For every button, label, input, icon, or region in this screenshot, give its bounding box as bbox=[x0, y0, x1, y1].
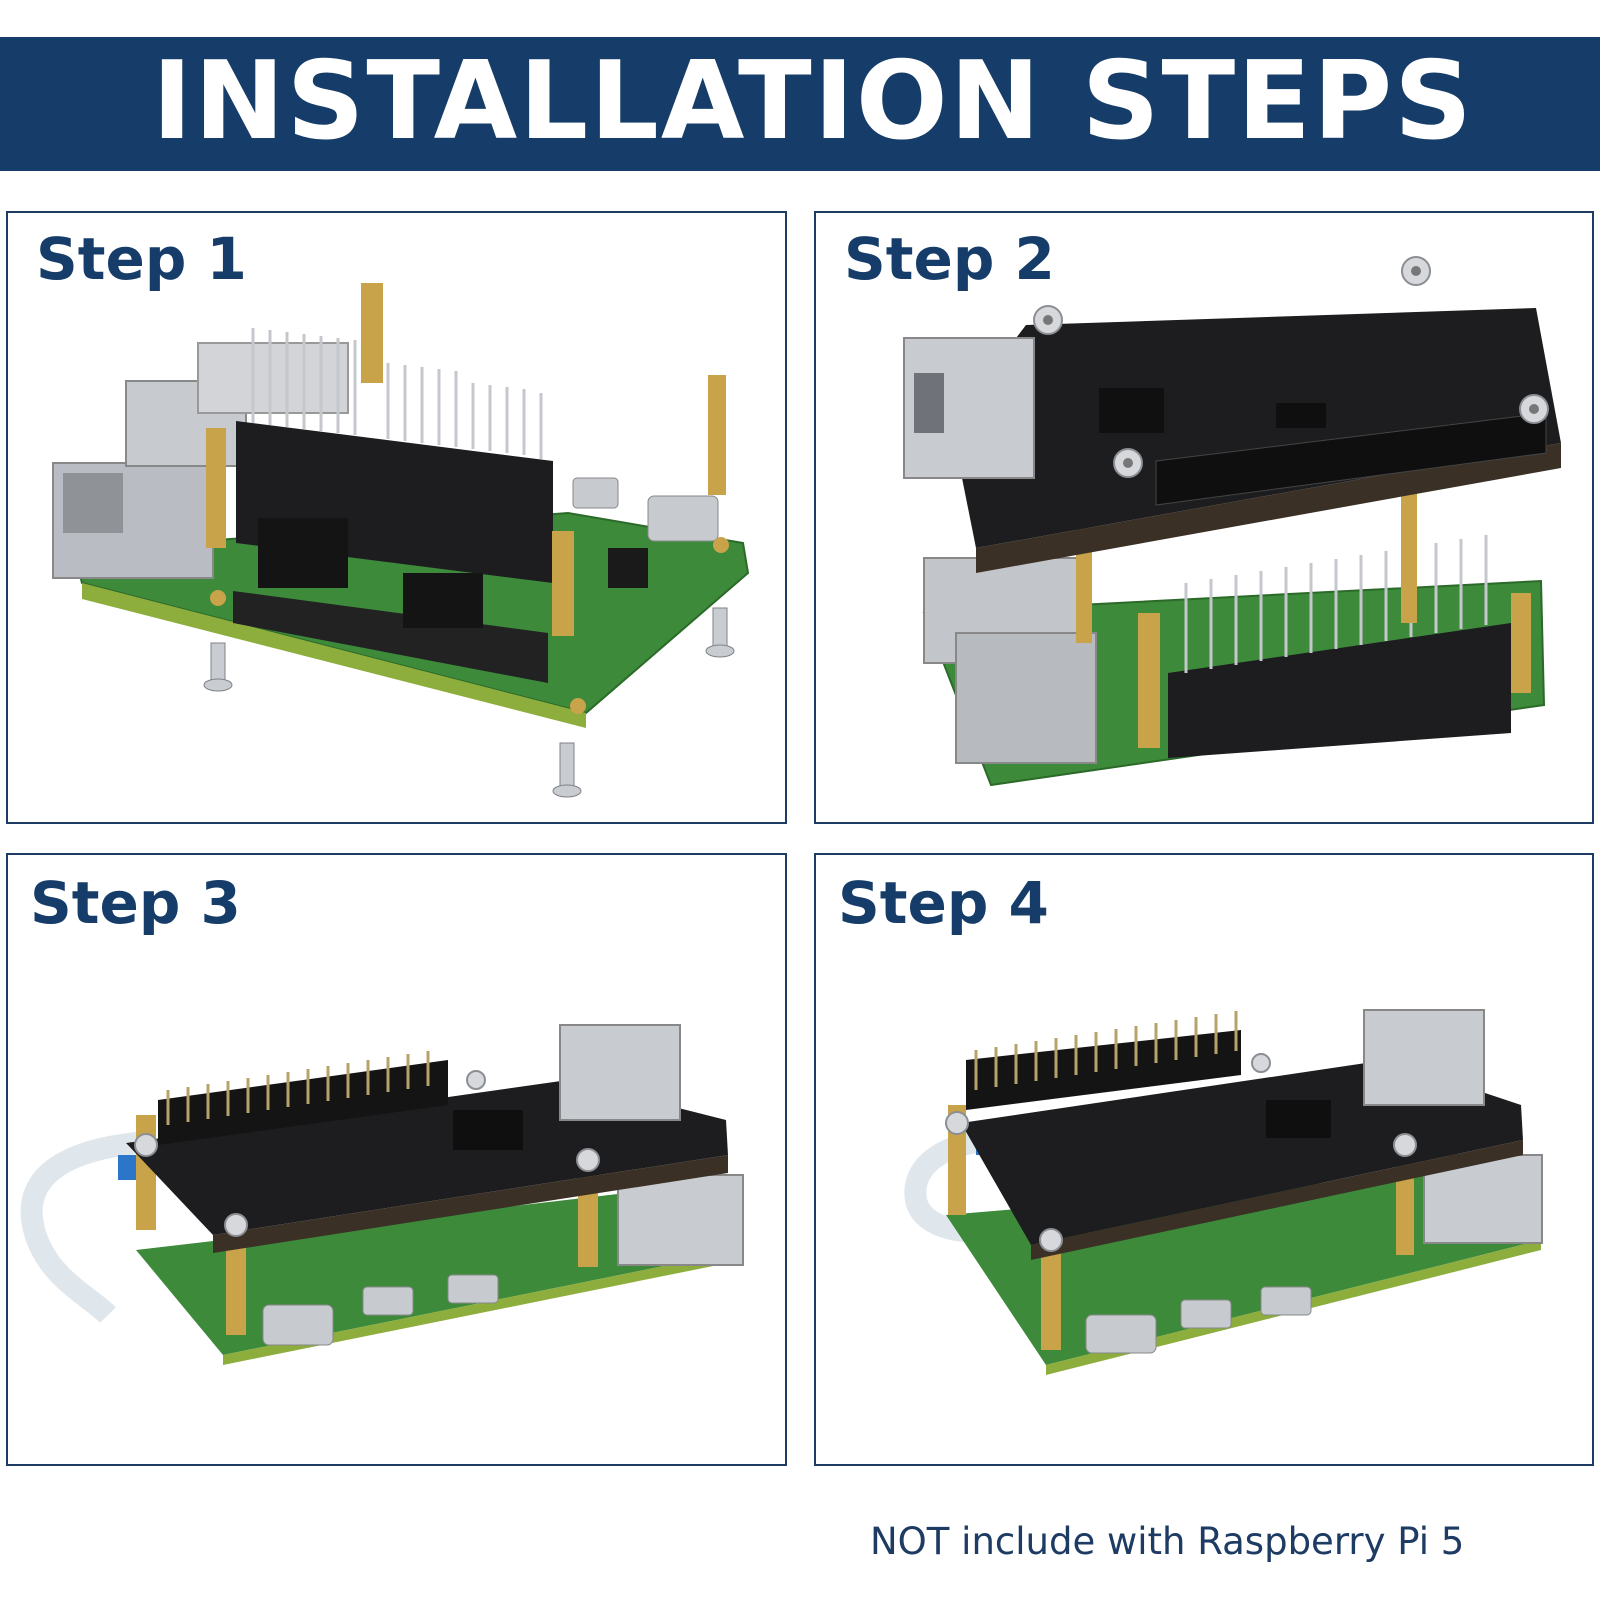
step-1-photo bbox=[52, 283, 750, 798]
step-2-photo bbox=[903, 256, 1561, 787]
step-3-label: Step 3 bbox=[30, 869, 241, 937]
step-4-panel: Step 4 bbox=[814, 853, 1594, 1466]
step-2-panel: Step 2 bbox=[814, 211, 1594, 824]
step-2-label: Step 2 bbox=[844, 225, 1055, 293]
step-4-label: Step 4 bbox=[838, 869, 1049, 937]
step-3-panel: Step 3 bbox=[6, 853, 787, 1466]
step-3-photo bbox=[20, 1024, 744, 1365]
step-1-label: Step 1 bbox=[36, 225, 247, 293]
step-4-photo bbox=[904, 1009, 1543, 1375]
step-1-panel: Step 1 bbox=[6, 211, 787, 824]
header-banner: INSTALLATION STEPS bbox=[0, 37, 1600, 171]
page-title: INSTALLATION STEPS bbox=[152, 39, 1474, 164]
footer-note: NOT include with Raspberry Pi 5 bbox=[870, 1520, 1465, 1563]
